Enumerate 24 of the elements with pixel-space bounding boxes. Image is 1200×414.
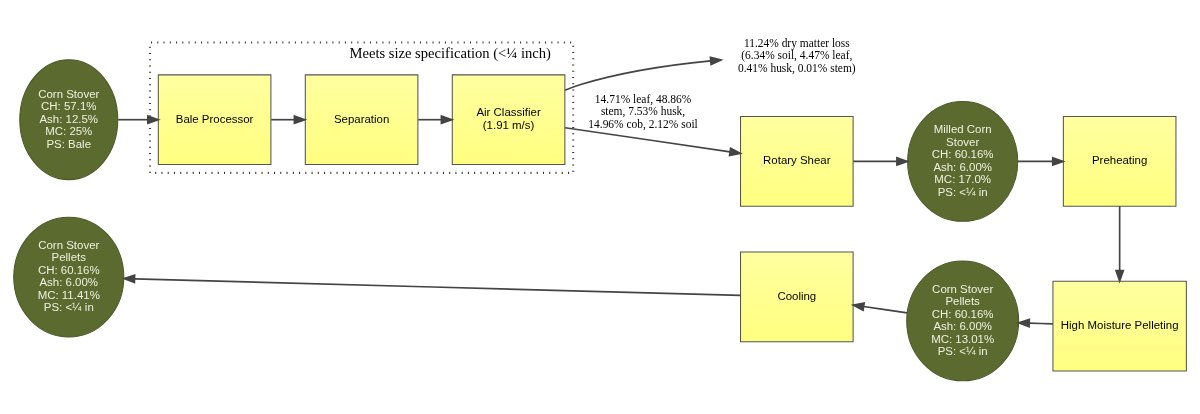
arrow [1016,318,1054,328]
node-box: High Moisture Pelleting [1052,280,1187,372]
node-ellipse: Corn Stover CH: 57.1% Ash: 12.5% MC: 25% PS: Bale [19,59,119,181]
arrow [270,114,308,125]
arrow [852,156,910,167]
arrow [564,56,724,92]
node-box: Cooling [740,251,854,343]
arrow [564,126,743,157]
node-circle: Corn Stover Pellets CH: 60.16% Ash: 6.00% MC: 11.41% PS: <¼ in [13,216,125,338]
arrow [850,301,908,314]
node-box: Air Classifier (1.91 m/s) [451,74,566,166]
arrow [1114,205,1125,284]
arrow [121,274,742,297]
node-text: 11.24% dry matter loss (6.34% soil, 4.47% leaf, 0.41% husk, 0.01% stem) [737,36,856,74]
node-box: Preheating [1062,116,1177,207]
arrow [417,114,455,125]
arrow [1017,156,1066,167]
node-box: Rotary Shear [740,116,854,207]
node-box: Bale Processor [157,74,272,166]
node-circle: Milled Corn Stover CH: 60.16% Ash: 6.00% MC: 17.0% PS: <¼ in [907,100,1019,222]
node-circle: Corn Stover Pellets CH: 60.16% Ash: 6.00% MC: 13.01% PS: <¼ in [906,260,1020,382]
node-box: Separation [304,74,419,166]
edge-label: 14.71% leaf, 48.86% stem, 7.53% husk, 14.96% cob, 2.12% soil [588,92,698,130]
arrow [117,114,161,125]
